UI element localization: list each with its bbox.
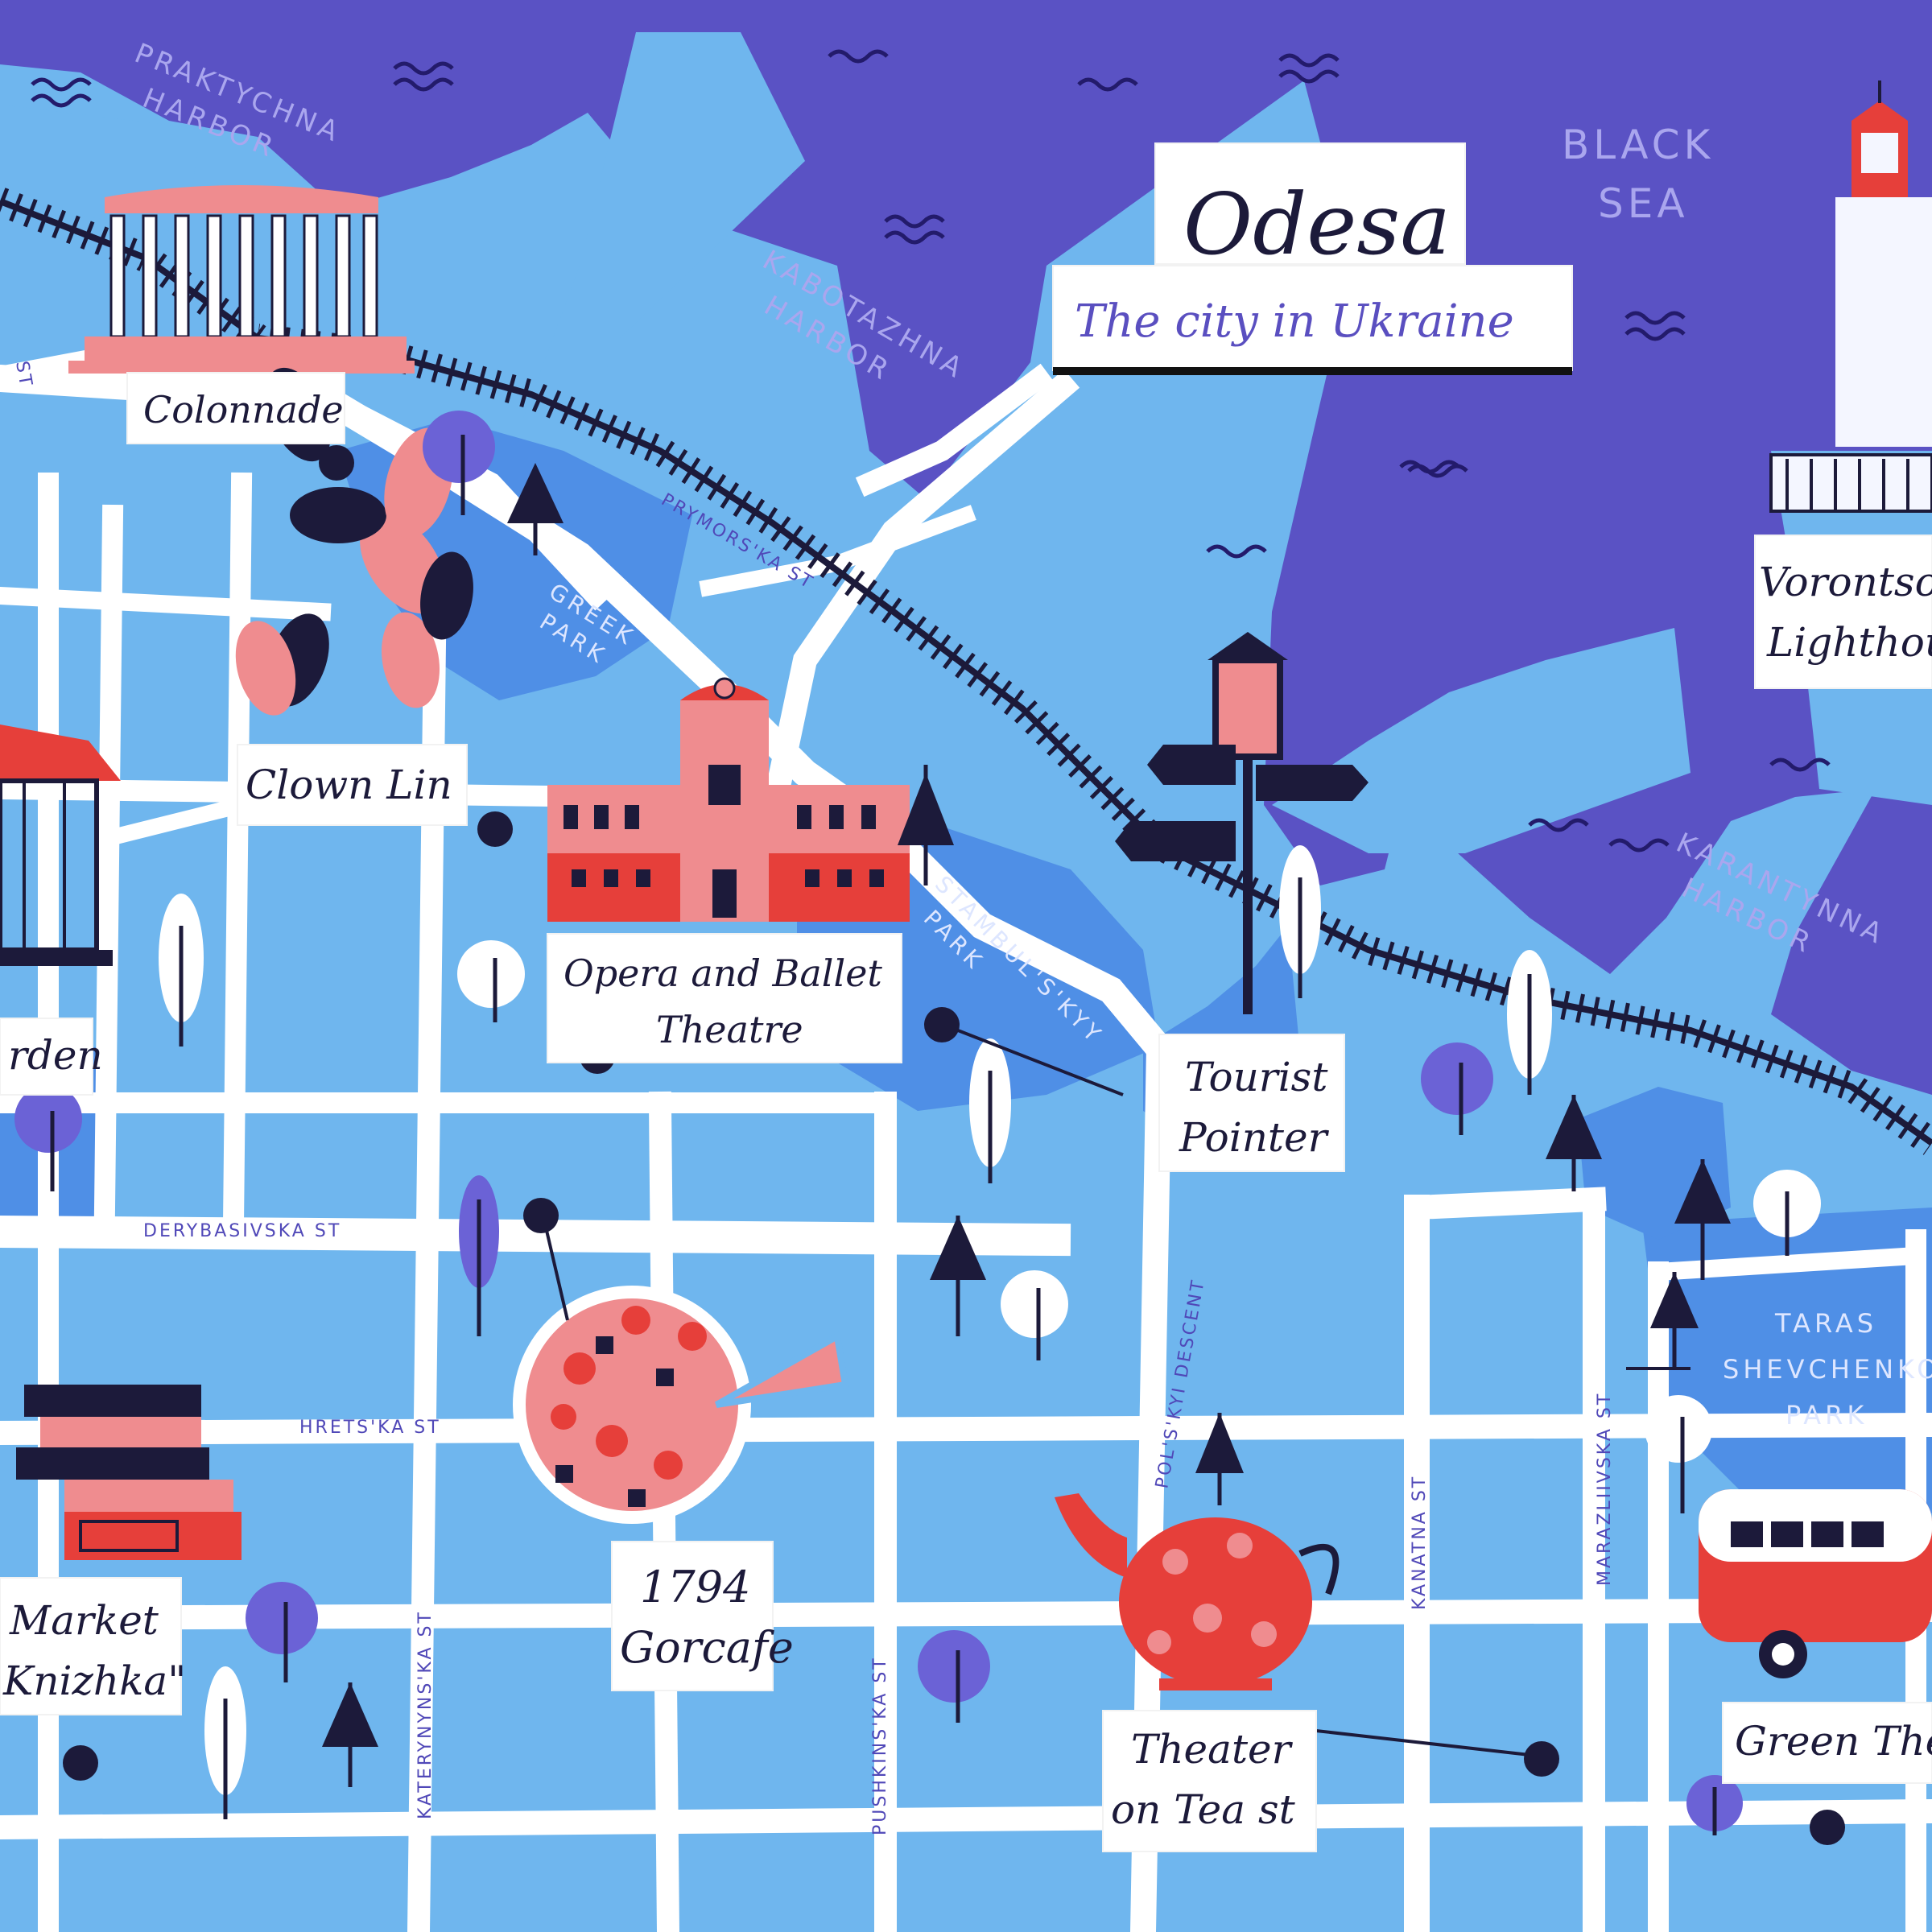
opera-house-icon	[547, 677, 910, 922]
street-hretska: HRETS'KA ST	[299, 1418, 441, 1438]
svg-text:Pointer: Pointer	[1179, 1114, 1330, 1161]
tree-icon	[246, 1582, 318, 1682]
svg-text:1794: 1794	[640, 1562, 750, 1612]
tree-icon	[1674, 1159, 1731, 1280]
tree-icon	[930, 1216, 986, 1336]
tree-icon	[322, 1682, 378, 1787]
black-sea-label-2: SEA	[1598, 180, 1689, 227]
title-box	[1154, 142, 1466, 265]
tree-icon	[457, 940, 525, 1022]
label-gorcafe: 1794 Gorcafe	[611, 1541, 794, 1691]
pizza-icon	[513, 1286, 849, 1524]
taras-park-label-1: TARAS	[1774, 1308, 1877, 1339]
svg-text:Lighthou: Lighthou	[1766, 619, 1932, 666]
tree-icon	[1686, 1775, 1743, 1835]
subtitle-shadow	[1053, 367, 1572, 375]
svg-text:Vorontsov: Vorontsov	[1759, 559, 1932, 605]
bus-icon	[1699, 1489, 1932, 1678]
label-market: Market Knizhka"	[0, 1577, 186, 1715]
tree-icon	[1279, 845, 1321, 998]
leader-lines	[543, 1029, 1690, 1757]
street-derybasivska: DERYBASIVSKA ST	[143, 1221, 341, 1241]
svg-text:Green The: Green The	[1735, 1718, 1932, 1765]
svg-text:Opera and Ballet: Opera and Ballet	[564, 952, 882, 995]
tree-icon	[507, 463, 564, 555]
label-green: Green The	[1722, 1702, 1932, 1784]
label-colonnade: Colonnade	[126, 372, 345, 444]
signpost-icon	[1115, 632, 1368, 1014]
tree-icon	[14, 1085, 82, 1191]
label-tourist: Tourist Pointer	[1158, 1034, 1345, 1172]
svg-text:Theatre: Theatre	[656, 1008, 803, 1051]
street-kanatna: KANATNA ST	[1410, 1475, 1430, 1610]
tree-icon	[969, 1038, 1011, 1183]
lighthouse-icon	[1769, 80, 1932, 513]
label-garden: rden	[0, 1018, 103, 1096]
tree-icon	[1195, 1413, 1244, 1505]
svg-text:Theater: Theater	[1131, 1726, 1294, 1773]
taras-park-label-3: PARK	[1785, 1400, 1868, 1430]
street-katerynynska: KATERYNYNS'KA ST	[415, 1610, 436, 1819]
street-marazliivska: MARAZLIIVSKA ST	[1595, 1392, 1615, 1586]
black-sea-label-1: BLACK	[1562, 122, 1714, 168]
taras-park-label-2: SHEVCHENKO	[1723, 1354, 1932, 1385]
tree-icon	[1001, 1270, 1068, 1360]
svg-text:on Tea st: on Tea st	[1111, 1786, 1296, 1833]
svg-text:Tourist: Tourist	[1185, 1054, 1328, 1100]
tree-icon	[1507, 950, 1552, 1095]
svg-text:Clown Lin: Clown Lin	[246, 762, 452, 808]
map-title: Odesa	[1183, 175, 1451, 274]
tree-icon	[1645, 1395, 1712, 1513]
map-pins	[63, 445, 1845, 1845]
tree-icon	[918, 1630, 990, 1723]
map-subtitle: The city in Ukraine	[1075, 295, 1514, 348]
label-tea: Theater on Tea st	[1102, 1710, 1317, 1852]
label-lighthouse: Vorontsov Lighthou	[1754, 535, 1932, 689]
teapot-icon	[1055, 1493, 1340, 1690]
colonnade-icon	[68, 185, 415, 374]
tree-icon	[1546, 1095, 1602, 1191]
tree-icon	[423, 411, 495, 515]
svg-text:rden: rden	[8, 1032, 103, 1079]
tree-icon	[159, 894, 204, 1046]
tree-icon	[1650, 1272, 1699, 1368]
title-card: Odesa The city in Ukraine	[1052, 142, 1573, 375]
books-icon	[16, 1385, 242, 1560]
street-pushkinska: PUSHKINS'KA ST	[870, 1656, 890, 1835]
tree-icon	[1421, 1042, 1493, 1135]
label-opera: Opera and Ballet Theatre	[547, 933, 902, 1063]
svg-text:Market: Market	[9, 1597, 159, 1644]
street-edge: ST	[11, 360, 35, 390]
svg-text:Knizhka": Knizhka"	[2, 1657, 186, 1704]
label-clown: Clown Lin	[237, 744, 468, 826]
waves	[31, 49, 1831, 852]
svg-text:Colonnade: Colonnade	[143, 388, 344, 431]
gazebo-icon	[0, 724, 121, 966]
svg-text:Gorcafe: Gorcafe	[620, 1622, 794, 1673]
tree-icon	[459, 1175, 499, 1336]
tree-icon	[204, 1666, 246, 1819]
trees	[14, 411, 1821, 1835]
tree-icon	[1753, 1170, 1821, 1256]
landmark-labels: Colonnade Clown Lin Opera and Ballet The…	[0, 372, 1932, 1852]
tree-icon	[898, 765, 954, 886]
